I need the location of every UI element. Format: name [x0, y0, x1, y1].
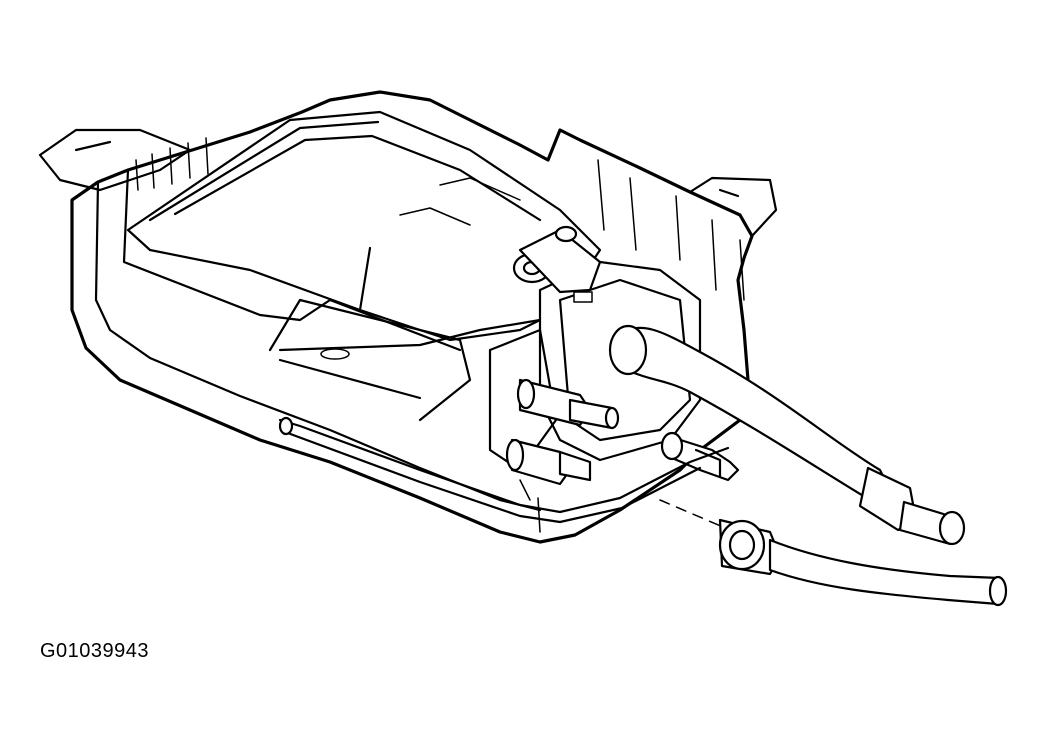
- tray-rim: [278, 416, 730, 533]
- purge-ports: [505, 378, 620, 486]
- figure-code: G01039943: [40, 640, 150, 662]
- vent-hose: [608, 324, 966, 546]
